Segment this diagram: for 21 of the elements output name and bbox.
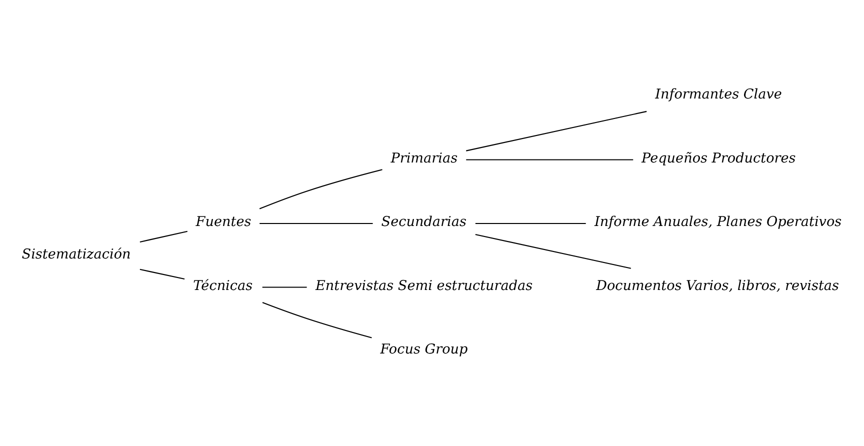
node-text: Documentos Varios, libros, revistas (596, 277, 840, 294)
connector (262, 302, 372, 338)
connector (475, 222, 586, 224)
node-text: Informe Anuales, Planes Operativos (594, 214, 842, 230)
connector (466, 110, 647, 151)
node-text: Fuentes (196, 214, 252, 230)
node-text: Entrevistas Semi estructuradas (315, 277, 533, 294)
connector (475, 233, 632, 268)
node-text: Secundarias (381, 214, 466, 230)
connector (259, 168, 382, 209)
connector (140, 268, 185, 280)
connector (260, 222, 373, 224)
node-text: Focus Group (380, 341, 468, 358)
connector (262, 286, 307, 288)
node-text: Informantes Clave (655, 86, 782, 102)
connector (466, 158, 634, 160)
node-text: Sistematización (22, 246, 131, 262)
node-text: Pequeños Productores (642, 150, 796, 166)
connector (140, 230, 188, 242)
node-text: Primarias (390, 150, 458, 166)
node-text: Técnicas (193, 277, 253, 294)
